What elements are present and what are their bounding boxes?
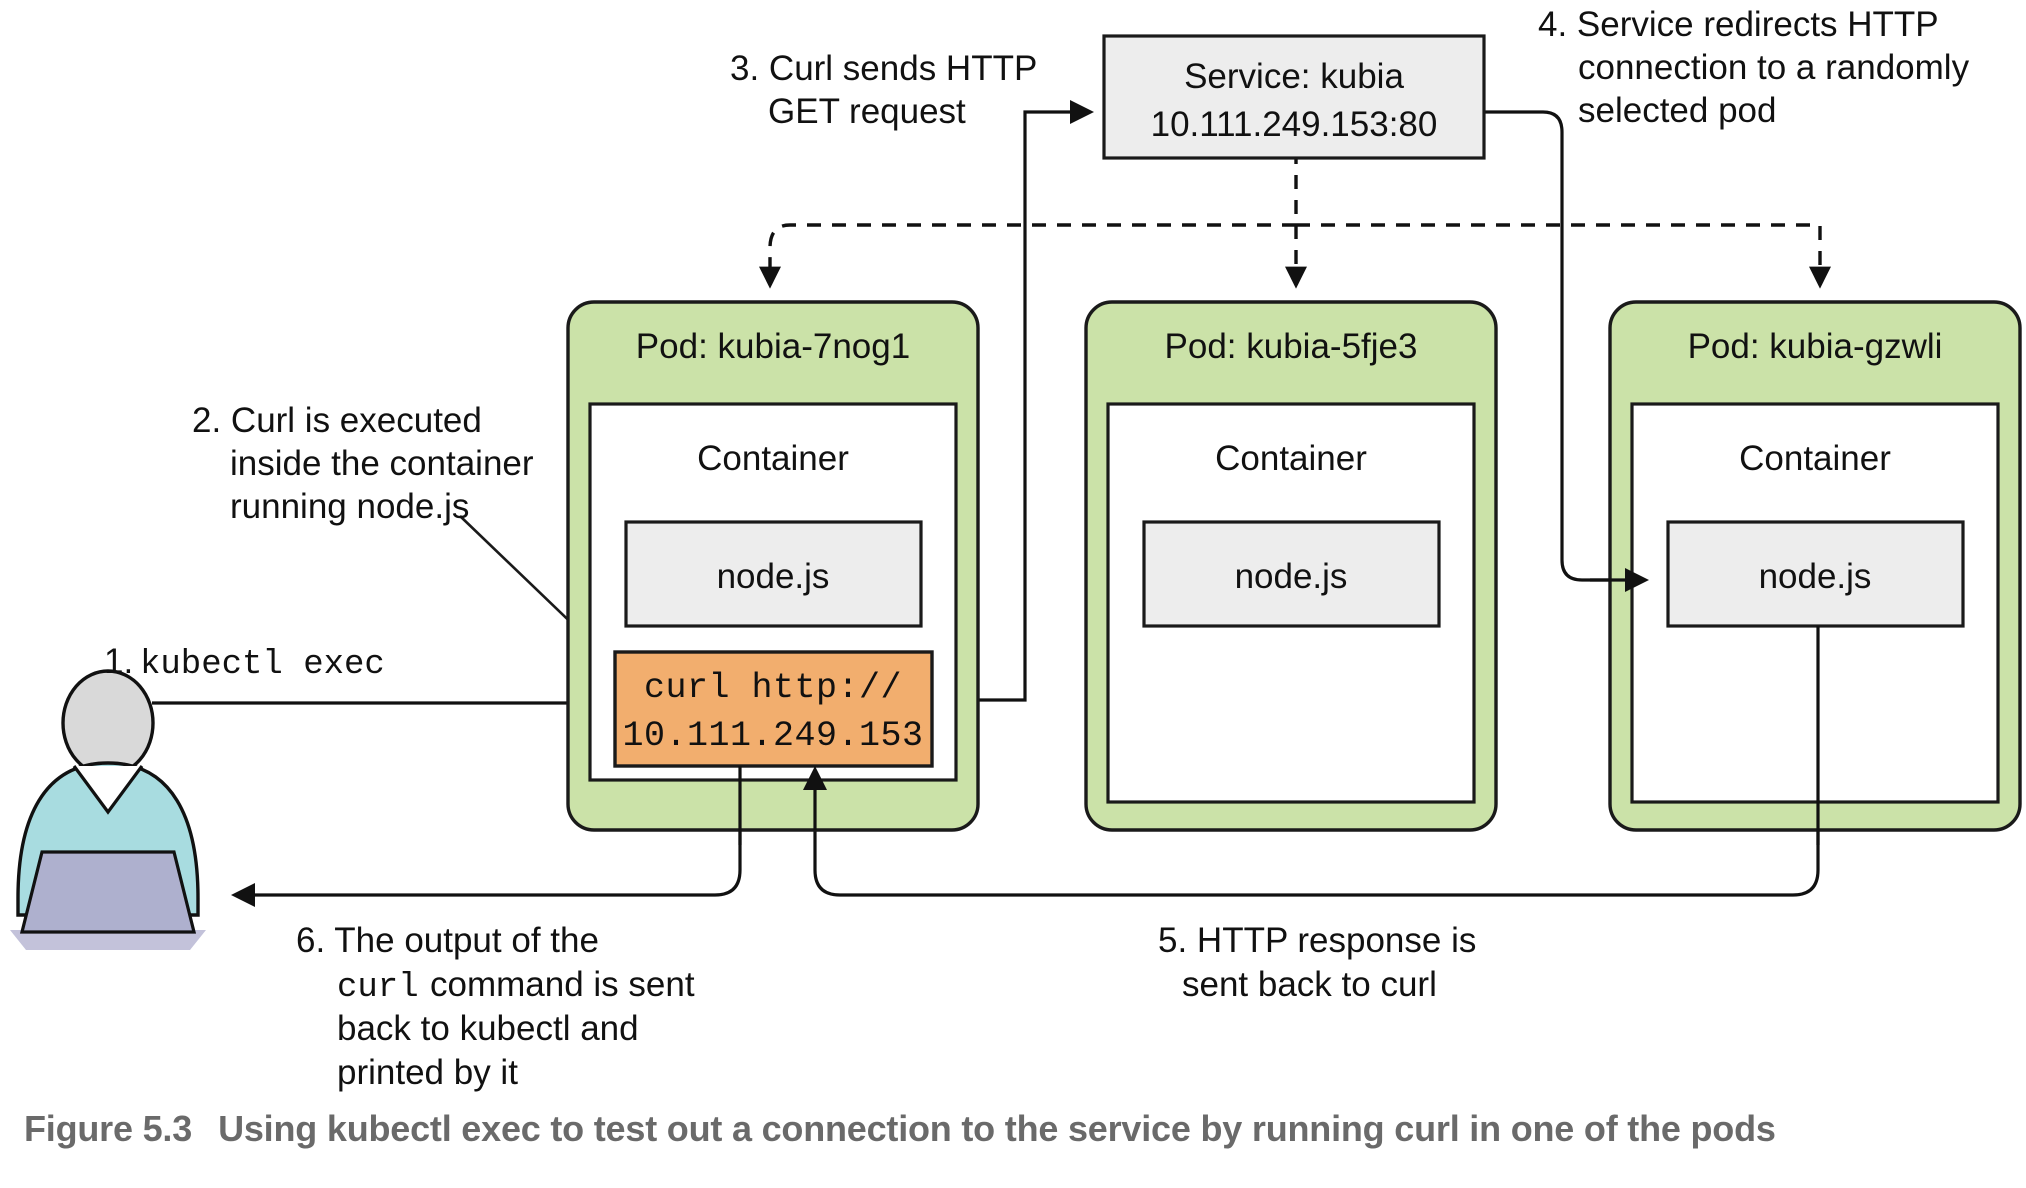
- step5-line1: 5. HTTP response is: [1158, 921, 1476, 960]
- annotation-step-5: 5. HTTP response is sent back to curl: [1158, 921, 1476, 1004]
- step1-command: kubectl exec: [140, 646, 385, 684]
- step6-line2-rest: command is sent: [430, 965, 695, 1004]
- step2-line2: inside the container: [230, 444, 534, 483]
- step2-line3: running node.js: [230, 487, 469, 526]
- step4-line1: 4. Service redirects HTTP: [1538, 5, 1939, 44]
- annotation-step-6: 6. The output of the curl command is sen…: [296, 921, 695, 1092]
- container-label: Container: [697, 439, 849, 478]
- connector-response-to-curl: [803, 630, 1820, 897]
- step3-line1: 3. Curl sends HTTP: [730, 49, 1037, 88]
- pod-title: Pod: kubia-7nog1: [636, 327, 910, 366]
- app-label: node.js: [1759, 557, 1872, 596]
- step4-line2: connection to a randomly: [1578, 48, 1970, 87]
- step1-number: 1.: [104, 642, 133, 681]
- connector-curl-output-to-user: [231, 768, 742, 907]
- app-label: node.js: [717, 557, 830, 596]
- connector-service-dashed-pods: [758, 150, 1832, 289]
- container-label: Container: [1215, 439, 1367, 478]
- pod-title: Pod: kubia-5fje3: [1165, 327, 1418, 366]
- step6-line1: 6. The output of the: [296, 921, 599, 960]
- service-address: 10.111.249.153:80: [1151, 105, 1438, 144]
- app-label: node.js: [1235, 557, 1348, 596]
- pod-kubia-5fje3[interactable]: Pod: kubia-5fje3 Container node.js: [1084, 300, 1498, 832]
- annotation-step-3: 3. Curl sends HTTP GET request: [730, 49, 1037, 131]
- connector-service-to-pod3: [1483, 110, 1649, 592]
- figure-number: Figure 5.3: [24, 1108, 193, 1149]
- figure-caption-text: Using kubectl exec to test out a connect…: [218, 1108, 1776, 1149]
- step2-line1: 2. Curl is executed: [192, 401, 482, 440]
- figure-caption: Figure 5.3 Using kubectl exec to test out…: [24, 1108, 2004, 1150]
- service-box[interactable]: Service: kubia 10.111.249.153:80: [1102, 34, 1486, 160]
- step5-line2: sent back to curl: [1182, 965, 1437, 1004]
- service-title: Service: kubia: [1184, 57, 1404, 96]
- step6-line4: printed by it: [337, 1053, 518, 1092]
- annotation-step-1: 1. kubectl exec: [104, 642, 385, 684]
- container-label: Container: [1739, 439, 1891, 478]
- step4-line3: selected pod: [1578, 91, 1776, 130]
- pod-kubia-7nog1[interactable]: Pod: kubia-7nog1 Container node.js curl …: [566, 300, 980, 832]
- annotation-step-4: 4. Service redirects HTTP connection to …: [1538, 5, 1970, 130]
- step6-line2-mono: curl: [337, 969, 419, 1007]
- annotation-step-2: 2. Curl is executed inside the container…: [192, 401, 534, 526]
- pod-title: Pod: kubia-gzwli: [1688, 327, 1943, 366]
- person-at-laptop-icon: [10, 669, 206, 950]
- curl-command-line-2: 10.111.249.153: [622, 716, 923, 756]
- step6-line3: back to kubectl and: [337, 1009, 639, 1048]
- pod-kubia-gzwli[interactable]: Pod: kubia-gzwli Container node.js: [1608, 300, 2022, 832]
- curl-command-line-1: curl http://: [644, 668, 902, 708]
- step3-line2: GET request: [768, 92, 966, 131]
